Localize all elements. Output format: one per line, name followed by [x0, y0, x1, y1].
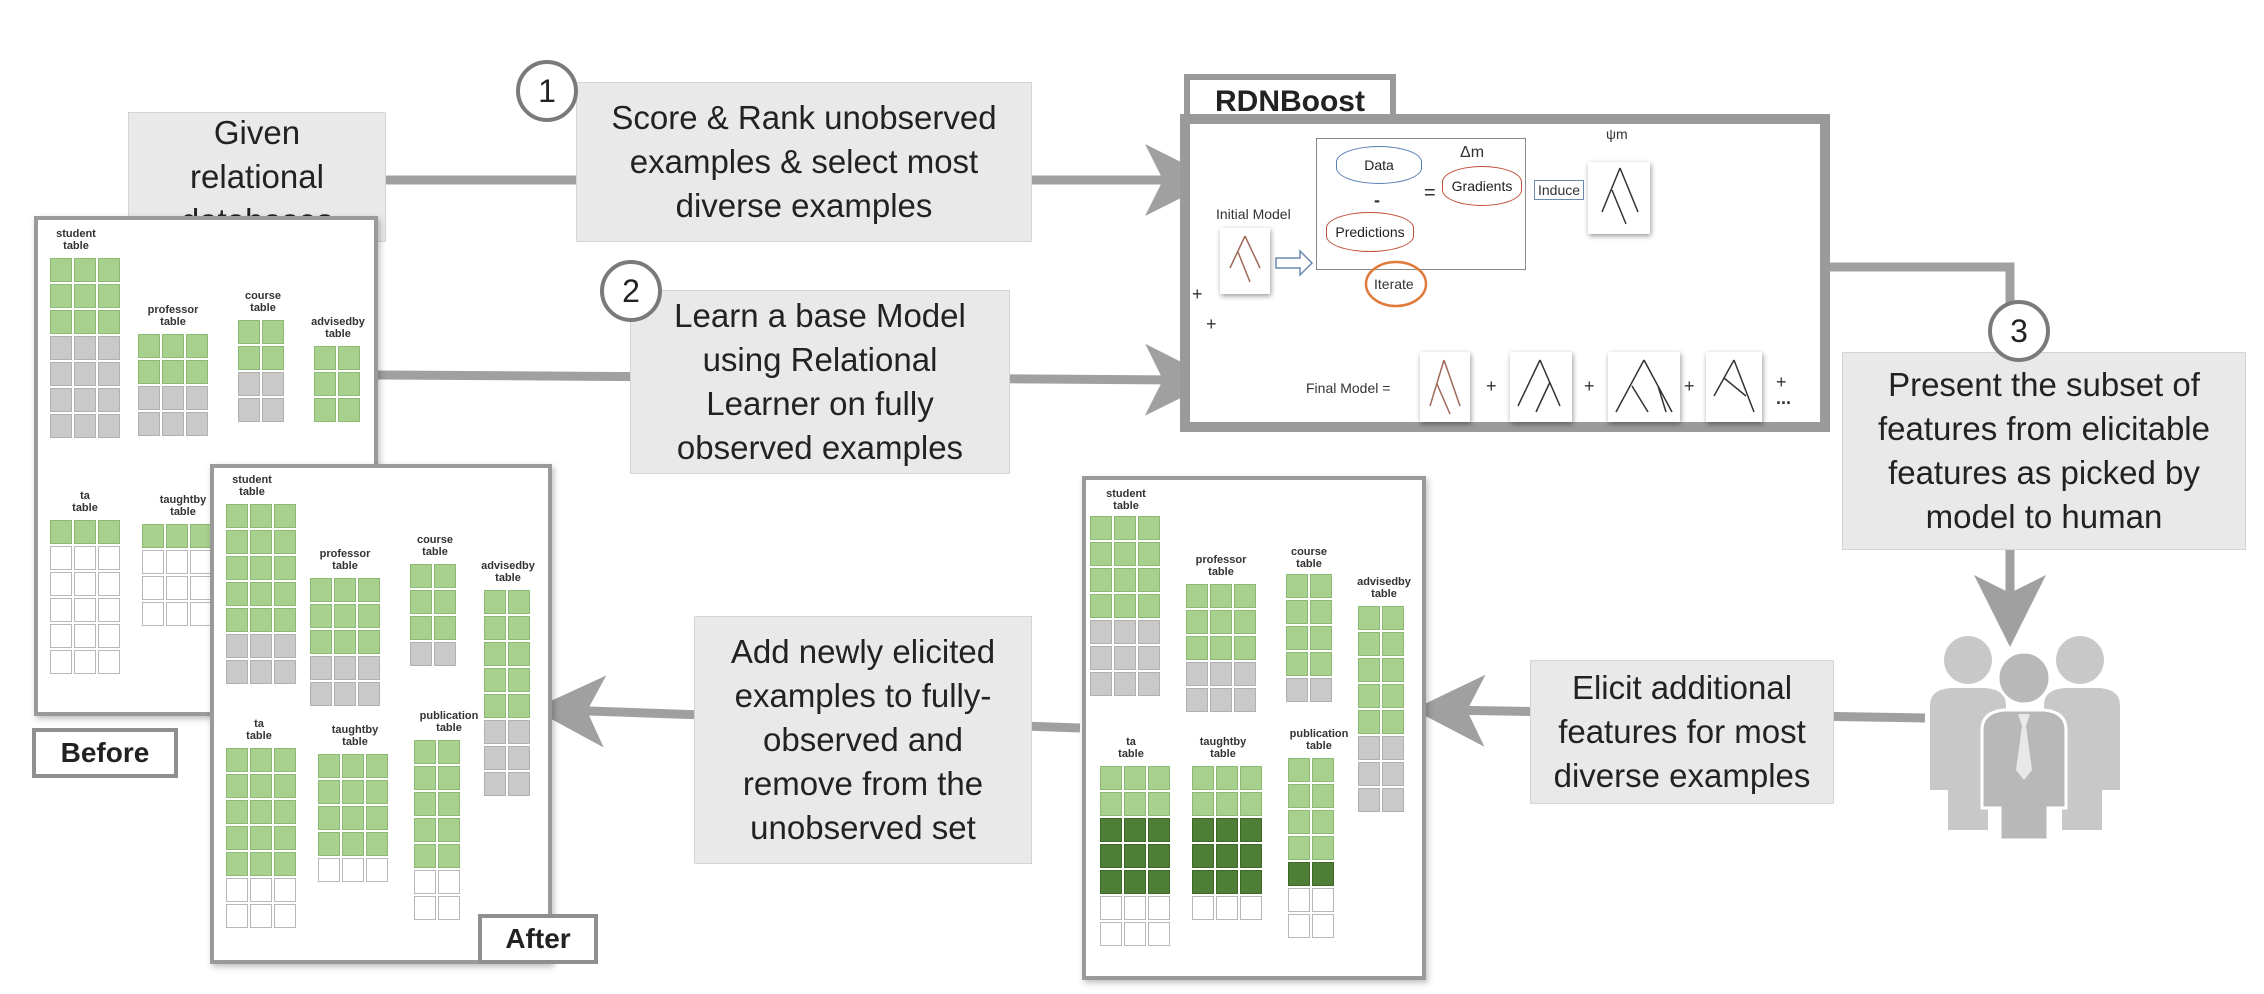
step1-number: 1	[516, 60, 578, 122]
taughtby-table	[1192, 766, 1262, 920]
taughtby-table-label: taughtby table	[159, 494, 207, 518]
ellipsis: ...	[1776, 388, 1792, 408]
professor-table	[138, 334, 208, 436]
add-examples-box: Add newly elicited examples to fully- ob…	[694, 616, 1032, 864]
step1-box: Score & Rank unobserved examples & selec…	[576, 82, 1032, 242]
after-caption: After	[478, 914, 598, 964]
step2-box: Learn a base Model using Relational Lear…	[630, 290, 1010, 474]
student-table	[1090, 516, 1160, 696]
final-tree-icon	[1706, 352, 1762, 422]
advisedby-table-label: advisedby table	[1357, 576, 1411, 600]
course-table-label: course table	[416, 534, 454, 558]
ta-table-label: ta table	[246, 718, 272, 742]
publication-table	[1288, 758, 1334, 938]
induce-label: Induce	[1534, 180, 1585, 200]
advisedby-table	[484, 590, 530, 796]
final-tree-icon	[1510, 352, 1572, 422]
final-model-label: Final Model =	[1306, 380, 1391, 396]
initial-model-tree-icon	[1220, 228, 1270, 294]
elicited-database-panel: student table professor table course tab…	[1082, 476, 1426, 980]
professor-table	[310, 578, 380, 706]
psi-tree-icon	[1588, 162, 1650, 234]
professor-table-label: professor table	[147, 304, 199, 328]
final-tree-icon	[1608, 352, 1680, 422]
publication-table-label: publication table	[419, 710, 479, 734]
student-table-label: student table	[232, 474, 272, 498]
delta-label: Δm	[1460, 144, 1485, 161]
elicit-box: Elicit additional features for most dive…	[1530, 660, 1834, 804]
publication-table	[414, 740, 460, 920]
plus-sign: +	[1684, 376, 1695, 396]
before-database-panel: student table professor table course tab…	[34, 216, 378, 716]
taughtby-table-label: taughtby table	[1199, 736, 1247, 760]
professor-table	[1186, 584, 1256, 712]
arrow-to-box-icon	[1275, 249, 1314, 277]
plus-sign: +	[1206, 314, 1217, 334]
predictions-cylinder: Predictions	[1326, 212, 1414, 252]
taughtby-table	[318, 754, 388, 882]
equals-sign: =	[1424, 182, 1436, 204]
professor-table-label: professor table	[1195, 554, 1247, 578]
people-group-icon	[1930, 636, 2120, 840]
psi-label: ψm	[1606, 126, 1628, 142]
iterate-loop-icon	[1364, 260, 1428, 308]
course-table-label: course table	[244, 290, 282, 314]
data-cylinder: Data	[1336, 146, 1422, 184]
student-table-label: student table	[1106, 488, 1146, 512]
ta-table-label: ta table	[1118, 736, 1144, 760]
taughtby-table-label: taughtby table	[331, 724, 379, 748]
minus-sign: -	[1374, 190, 1380, 210]
iterate-label: Iterate	[1374, 276, 1414, 292]
initial-model-label: Initial Model	[1216, 206, 1291, 222]
gradients-cylinder: Gradients	[1442, 166, 1522, 206]
taughtby-table	[142, 524, 212, 626]
plus-sign: +	[1486, 376, 1497, 396]
course-table-label: course table	[1290, 546, 1328, 570]
plus-sign: +	[1192, 284, 1203, 304]
given-databases-box: Given relational databases	[128, 112, 386, 242]
final-tree-icon	[1420, 352, 1470, 422]
before-caption: Before	[32, 728, 178, 778]
plus-sign: +	[1776, 372, 1787, 392]
course-table	[238, 320, 284, 422]
publication-table-label: publication table	[1289, 728, 1349, 752]
advisedby-table	[1358, 606, 1404, 812]
student-table-label: student table	[56, 228, 96, 252]
advisedby-table-label: advisedby table	[481, 560, 535, 584]
after-database-panel: student table professor table course tab…	[210, 464, 552, 964]
ta-table	[50, 520, 120, 674]
ta-table	[1100, 766, 1170, 946]
professor-table-label: professor table	[319, 548, 371, 572]
course-table	[1286, 574, 1332, 702]
step3-box: Present the subset of features from elic…	[1842, 352, 2246, 550]
step3-number: 3	[1988, 300, 2050, 362]
student-table	[226, 504, 296, 684]
plus-sign: +	[1584, 376, 1595, 396]
course-table	[410, 564, 456, 666]
rdnboost-panel: Initial Model + + Data - Predictions = Δ…	[1180, 114, 1830, 432]
advisedby-table-label: advisedby table	[311, 316, 365, 340]
ta-table-label: ta table	[72, 490, 98, 514]
advisedby-table	[314, 346, 360, 422]
ta-table	[226, 748, 296, 928]
step2-number: 2	[600, 260, 662, 322]
student-table	[50, 258, 120, 438]
